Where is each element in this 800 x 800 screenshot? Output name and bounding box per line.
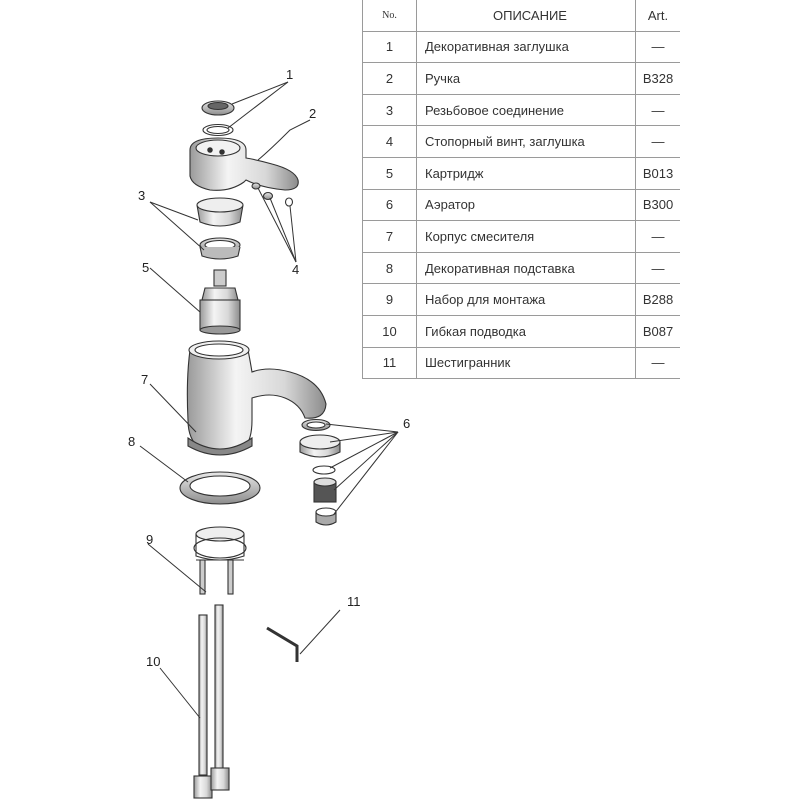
cell-art: B087 xyxy=(635,314,680,348)
cell-art: B328 xyxy=(635,62,680,95)
cell-description: Декоративная заглушка xyxy=(416,30,636,64)
callout-9: 9 xyxy=(146,532,153,547)
cell-no: 1 xyxy=(362,30,417,64)
cell-no: 11 xyxy=(362,346,417,380)
header-art: Art. xyxy=(635,0,680,32)
cell-no: 8 xyxy=(362,251,417,285)
cell-art: — xyxy=(635,251,680,285)
cell-description: Гибкая подводка xyxy=(416,314,636,348)
cell-description: Ручка xyxy=(416,62,636,95)
callout-7: 7 xyxy=(141,372,148,387)
part-8-decorative-base xyxy=(179,471,261,505)
callout-5: 5 xyxy=(142,260,149,275)
cell-no: 10 xyxy=(362,314,417,348)
cell-no: 9 xyxy=(362,283,417,316)
callout-11: 11 xyxy=(347,594,361,609)
cell-art: B013 xyxy=(635,156,680,190)
part-4-set-screws xyxy=(251,182,294,207)
callout-2: 2 xyxy=(309,106,316,121)
cell-description: Декоративная подставка xyxy=(416,251,636,285)
cell-description: Картридж xyxy=(416,156,636,190)
cell-description: Шестигранник xyxy=(416,346,636,380)
part-2-handle xyxy=(189,137,299,191)
cell-description: Аэратор xyxy=(416,188,636,222)
callout-3: 3 xyxy=(138,188,145,203)
table-header-row: No. ОПИСАНИЕ Art. xyxy=(362,0,680,32)
part-11-hex-key xyxy=(266,626,299,662)
callout-6: 6 xyxy=(403,416,410,431)
part-7-mixer-body xyxy=(186,340,327,456)
part-6-aerator xyxy=(299,418,341,526)
header-no: No. xyxy=(362,0,417,32)
cell-no: 5 xyxy=(362,156,417,190)
part-3-threaded-connection xyxy=(196,197,244,260)
cell-no: 4 xyxy=(362,125,417,158)
part-9-mounting-kit xyxy=(193,526,247,595)
callout-4: 4 xyxy=(292,262,299,277)
leader-lines xyxy=(139,81,399,719)
cell-art: — xyxy=(635,346,680,380)
cell-art: — xyxy=(635,30,680,64)
part-1-decorative-plug xyxy=(201,100,235,137)
callout-10: 10 xyxy=(146,654,160,669)
cell-description: Стопорный винт, заглушка xyxy=(416,125,636,158)
header-description: ОПИСАНИЕ xyxy=(416,0,636,32)
cell-description: Резьбовое соединение xyxy=(416,93,636,127)
cell-art: B288 xyxy=(635,283,680,316)
callout-8: 8 xyxy=(128,434,135,449)
cell-description: Набор для монтажа xyxy=(416,283,636,316)
cell-art: B300 xyxy=(635,188,680,222)
cell-no: 7 xyxy=(362,220,417,253)
cell-description: Корпус смесителя xyxy=(416,220,636,253)
cell-art: — xyxy=(635,125,680,158)
cell-no: 2 xyxy=(362,62,417,95)
cell-art: — xyxy=(635,220,680,253)
callout-1: 1 xyxy=(286,67,293,82)
part-5-cartridge xyxy=(199,269,241,335)
cell-no: 3 xyxy=(362,93,417,127)
cell-no: 6 xyxy=(362,188,417,222)
part-10-flexible-hoses xyxy=(193,604,230,799)
cell-art: — xyxy=(635,93,680,127)
